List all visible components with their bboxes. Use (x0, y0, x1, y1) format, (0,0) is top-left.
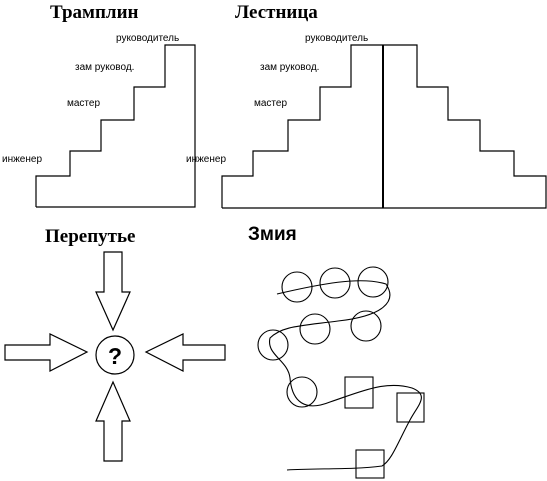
panel-lestnitsa: Лестница руководитель зам руковод. масте… (186, 2, 547, 209)
label-lestnitsa-deputy: зам руковод. (260, 62, 319, 73)
panel-zmiya: Змия (248, 224, 425, 479)
snake-circle (299, 313, 331, 345)
title-zmiya: Змия (248, 224, 297, 245)
title-pereputye: Перепутье (45, 226, 135, 247)
snake-circle (319, 267, 351, 299)
arrow-from-left (4, 333, 89, 372)
arrow-from-bottom (95, 380, 131, 462)
label-tramplin-master: мастер (67, 98, 100, 109)
question-mark-icon: ? (108, 343, 122, 369)
snake-circle (286, 376, 318, 408)
snake-square (344, 376, 374, 409)
arrow-from-top (95, 251, 131, 332)
snake-path (269, 280, 422, 471)
arrow-from-right (144, 333, 226, 372)
title-tramplin: Трамплин (50, 2, 139, 23)
snake-circle (350, 310, 382, 342)
snake-circle (281, 271, 313, 303)
snake-circle (357, 266, 389, 298)
staircase-tramplin (35, 44, 196, 208)
staircase-lestnitsa (221, 44, 547, 209)
snake-square (355, 449, 385, 479)
label-lestnitsa-top: руководитель (305, 33, 368, 44)
panel-tramplin: Трамплин руководитель зам руковод. масте… (2, 2, 196, 208)
snake-circle (257, 329, 289, 361)
label-tramplin-deputy: зам руковод. (75, 62, 134, 73)
label-lestnitsa-master: мастер (254, 98, 287, 109)
crossroads-circle (95, 335, 135, 375)
panel-pereputye: Перепутье ? (4, 226, 226, 462)
title-lestnitsa: Лестница (235, 2, 318, 23)
label-tramplin-top: руководитель (116, 33, 179, 44)
snake-square (396, 392, 425, 423)
label-lestnitsa-engineer: инженер (186, 154, 226, 165)
label-tramplin-engineer: инженер (2, 154, 42, 165)
